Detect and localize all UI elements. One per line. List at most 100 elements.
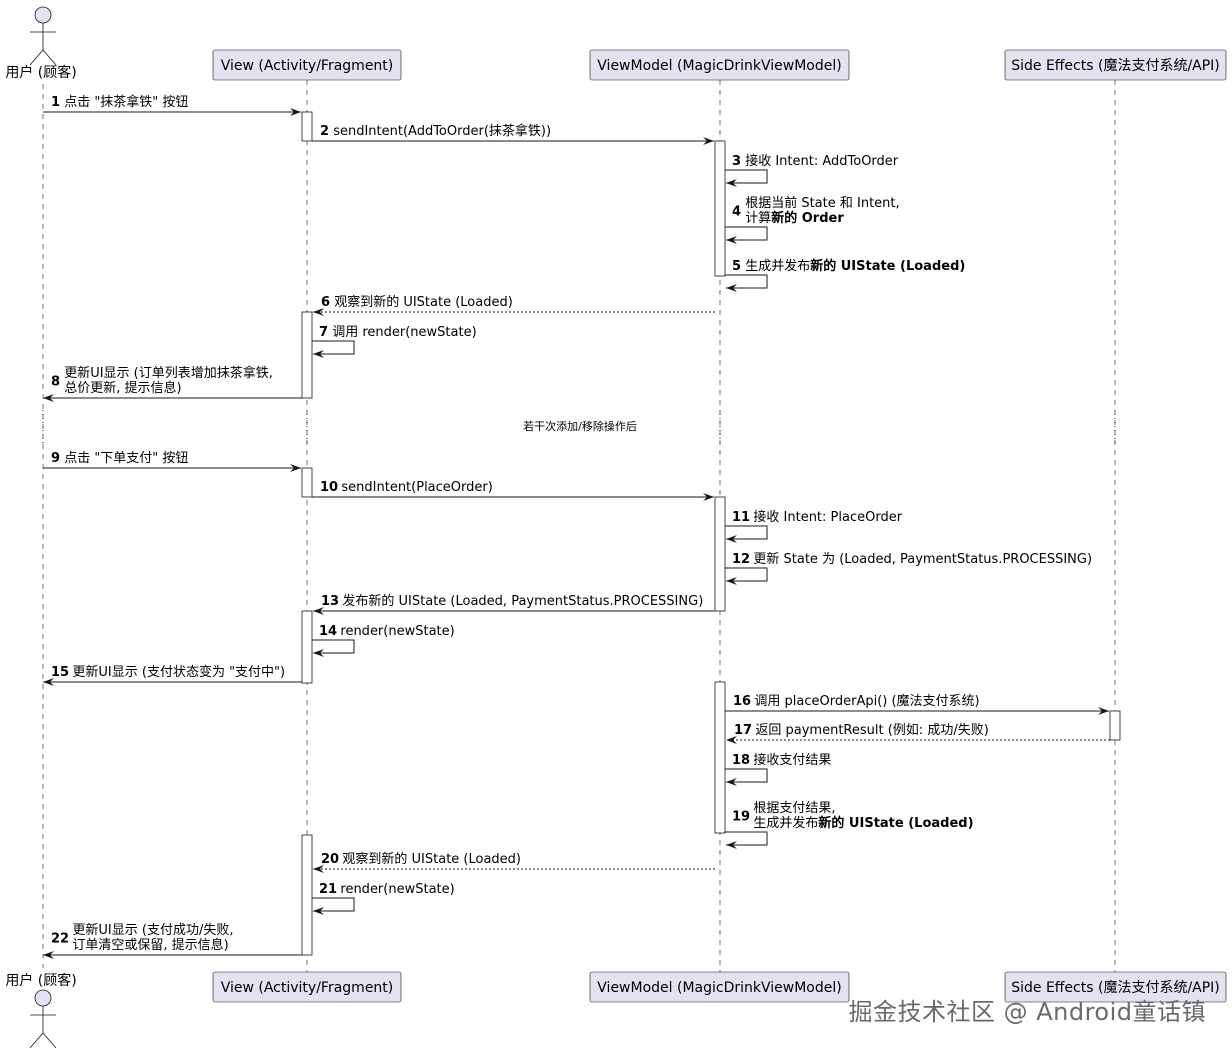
message-number: 21 bbox=[319, 882, 337, 897]
activation-bar bbox=[301, 111, 313, 142]
actor-head-icon bbox=[34, 989, 52, 1007]
message-number: 20 bbox=[321, 852, 339, 867]
watermark-text: 掘金技术社区 @ Android童话镇 bbox=[848, 998, 1206, 1026]
participant-vm-bottom: ViewModel (MagicDrinkViewModel) bbox=[589, 971, 850, 1003]
message-number: 1 bbox=[51, 95, 60, 110]
message-label: 接收支付结果 bbox=[753, 752, 831, 768]
message-label: 更新UI显示 (订单列表增加抹茶拿铁, bbox=[64, 365, 273, 381]
message-label: 接收 Intent: PlaceOrder bbox=[753, 509, 902, 525]
activation-bar bbox=[714, 681, 726, 834]
message-number: 16 bbox=[733, 694, 751, 709]
arrowhead bbox=[726, 778, 737, 786]
arrowhead bbox=[726, 841, 737, 849]
message-number: 2 bbox=[320, 124, 329, 139]
activation-bar bbox=[714, 496, 726, 612]
message-number: 4 bbox=[732, 205, 741, 220]
participant-label: ViewModel (MagicDrinkViewModel) bbox=[597, 980, 841, 996]
self-arrow bbox=[312, 897, 355, 912]
arrowhead bbox=[43, 951, 54, 959]
arrowhead bbox=[290, 108, 301, 116]
arrowhead bbox=[290, 464, 301, 472]
participant-box bbox=[1004, 971, 1227, 1003]
message-number: 22 bbox=[51, 932, 69, 947]
participant-api-bottom: Side Effects (魔法支付系统/API) bbox=[1004, 971, 1227, 1003]
activation-bar bbox=[301, 311, 313, 399]
message-number: 19 bbox=[732, 810, 750, 825]
message-label: render(newState) bbox=[340, 882, 454, 897]
self-arrow bbox=[725, 274, 768, 289]
message-label: 接收 Intent: AddToOrder bbox=[745, 153, 899, 169]
participant-vm-top: ViewModel (MagicDrinkViewModel) bbox=[589, 49, 850, 81]
message-label: 计算新的 Order bbox=[745, 210, 844, 226]
participant-box bbox=[1004, 49, 1227, 81]
message-label: sendIntent(AddToOrder(抹茶拿铁)) bbox=[333, 123, 551, 139]
message-label: 发布新的 UIState (Loaded, PaymentStatus.PROC… bbox=[342, 593, 703, 609]
participant-box bbox=[589, 971, 850, 1003]
message-label: 点击 "抹茶拿铁" 按钮 bbox=[64, 94, 188, 110]
message-label: 根据支付结果, bbox=[753, 801, 835, 816]
actor-top: 用户 (顾客) bbox=[5, 6, 77, 81]
participant-label: View (Activity/Fragment) bbox=[221, 980, 394, 996]
message-label: 观察到新的 UIState (Loaded) bbox=[342, 851, 521, 867]
message-label: 调用 render(newState) bbox=[332, 325, 476, 340]
message-number: 14 bbox=[319, 624, 337, 639]
message-number: 7 bbox=[319, 325, 328, 340]
message-4: 4 根据当前 State 和 Intent,计算新的 Order bbox=[725, 195, 900, 244]
message-label: 根据当前 State 和 Intent, bbox=[745, 195, 899, 211]
arrowhead bbox=[313, 350, 324, 358]
message-label: 更新UI显示 (支付状态变为 "支付中") bbox=[72, 664, 285, 680]
self-arrow bbox=[725, 525, 768, 540]
actor-bottom: 用户 (顾客) bbox=[5, 972, 77, 1049]
actor-head-icon bbox=[34, 6, 52, 24]
self-arrow bbox=[312, 340, 355, 355]
message-number: 15 bbox=[51, 665, 69, 680]
message-3: 3 接收 Intent: AddToOrder bbox=[725, 153, 899, 187]
arrowhead bbox=[726, 284, 737, 292]
arrowhead bbox=[726, 535, 737, 543]
message-number: 9 bbox=[51, 451, 60, 466]
arrowhead bbox=[313, 865, 324, 873]
arrowhead bbox=[313, 907, 324, 915]
participant-box bbox=[212, 49, 402, 81]
participant-box bbox=[212, 971, 402, 1003]
message-number: 6 bbox=[321, 295, 330, 310]
self-arrow bbox=[312, 639, 355, 654]
message-2: 2 sendIntent(AddToOrder(抹茶拿铁)) bbox=[312, 123, 714, 145]
self-arrow bbox=[725, 169, 768, 184]
participant-label: Side Effects (魔法支付系统/API) bbox=[1011, 980, 1220, 996]
message-number: 3 bbox=[732, 154, 741, 169]
activation-bar bbox=[301, 467, 313, 498]
activation-bar bbox=[1109, 710, 1121, 741]
activation-bar bbox=[301, 834, 313, 956]
message-1: 1 点击 "抹茶拿铁" 按钮 bbox=[43, 94, 301, 116]
self-arrow bbox=[725, 768, 768, 783]
actor-label: 用户 (顾客) bbox=[5, 972, 76, 989]
participant-box bbox=[589, 49, 850, 81]
message-label: 生成并发布新的 UIState (Loaded) bbox=[745, 258, 965, 274]
activation-bar bbox=[714, 140, 726, 277]
message-label: 更新UI显示 (支付成功/失败, bbox=[72, 922, 233, 938]
arrowhead bbox=[313, 308, 324, 316]
message-number: 18 bbox=[732, 753, 750, 768]
message-7: 7 调用 render(newState) bbox=[312, 325, 477, 358]
arrowhead bbox=[726, 577, 737, 585]
arrowhead bbox=[703, 493, 714, 501]
arrowhead bbox=[313, 649, 324, 657]
message-label: sendIntent(PlaceOrder) bbox=[341, 480, 492, 495]
message-label: 点击 "下单支付" 按钮 bbox=[64, 451, 188, 466]
arrowhead bbox=[726, 236, 737, 244]
arrowhead bbox=[43, 678, 54, 686]
message-label: 返回 paymentResult (例如: 成功/失败) bbox=[755, 722, 988, 738]
participant-view-top: View (Activity/Fragment) bbox=[212, 49, 402, 81]
message-number: 12 bbox=[732, 552, 750, 567]
